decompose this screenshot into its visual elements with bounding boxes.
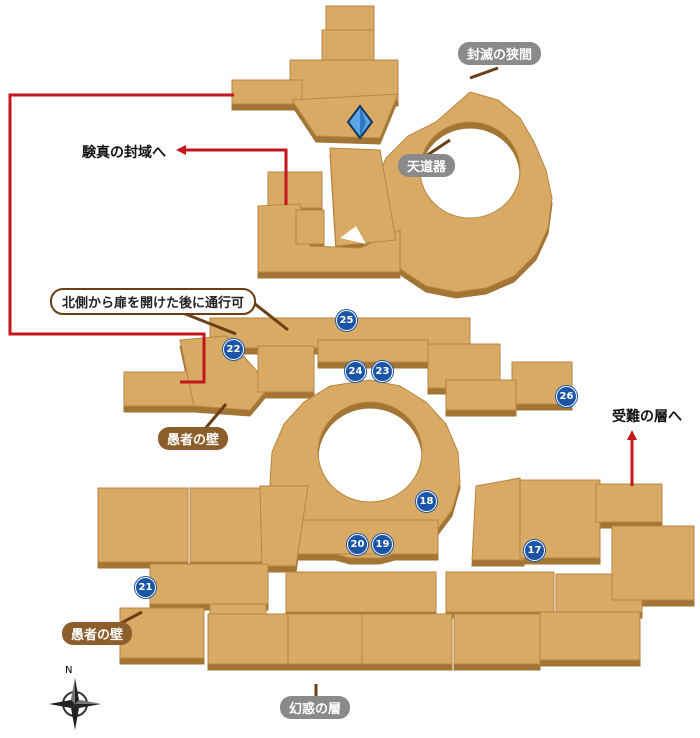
label-genwaku: 幻惑の層 bbox=[280, 696, 351, 719]
arrow-junan bbox=[627, 430, 637, 440]
marker-18[interactable]: 18 bbox=[416, 491, 437, 512]
compass-icon bbox=[49, 678, 101, 730]
upper-floor bbox=[231, 5, 553, 293]
label-gusha-wall-1: 愚者の壁 bbox=[158, 427, 229, 450]
label-kenshin[interactable]: 験真の封域へ bbox=[82, 145, 166, 161]
arrow-kenshin bbox=[176, 145, 186, 155]
marker-21[interactable]: 21 bbox=[135, 577, 156, 598]
marker-19[interactable]: 19 bbox=[372, 534, 393, 555]
label-gusha-wall-2: 愚者の壁 bbox=[62, 622, 133, 645]
crystal-icon[interactable] bbox=[346, 104, 374, 140]
marker-26[interactable]: 26 bbox=[556, 386, 577, 407]
marker-20[interactable]: 20 bbox=[347, 534, 368, 555]
label-north-pass: 北側から扉を開けた後に通行可 bbox=[50, 288, 257, 315]
label-tendouki: 天道器 bbox=[398, 154, 456, 177]
marker-22[interactable]: 22 bbox=[223, 339, 244, 360]
route-link-upper-lower bbox=[8, 93, 234, 384]
inner-triangle bbox=[340, 226, 366, 244]
route-lines bbox=[8, 93, 634, 486]
label-junan[interactable]: 受難の層へ bbox=[612, 409, 682, 425]
lower-floor bbox=[97, 317, 695, 665]
compass-north-label: N bbox=[65, 665, 73, 676]
marker-25[interactable]: 25 bbox=[336, 310, 357, 331]
label-fuumetsu: 封滅の狭間 bbox=[458, 42, 542, 65]
marker-24[interactable]: 24 bbox=[345, 361, 366, 382]
marker-23[interactable]: 23 bbox=[372, 361, 393, 382]
marker-17[interactable]: 17 bbox=[524, 540, 545, 561]
route-to-kenshin bbox=[182, 148, 288, 205]
